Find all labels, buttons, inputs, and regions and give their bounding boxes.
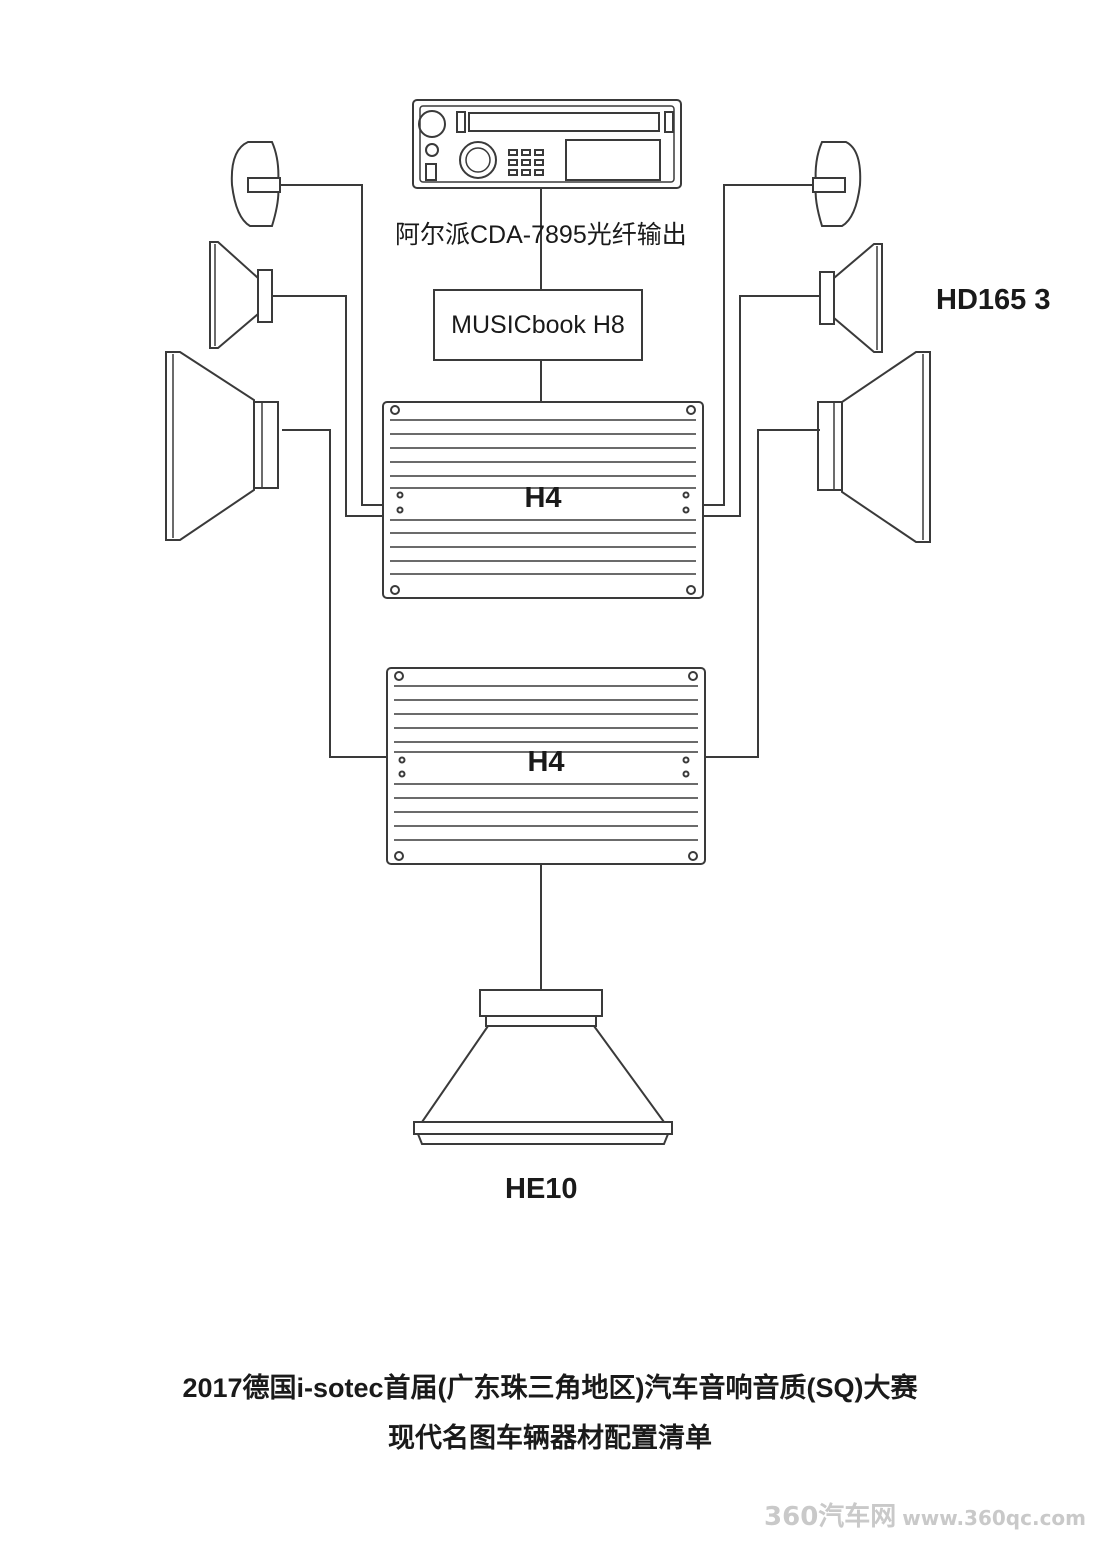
head-unit-label: 阿尔派CDA-7895光纤输出 — [395, 221, 687, 249]
amplifier-top-icon — [382, 401, 704, 599]
processor-box — [433, 289, 643, 361]
wire-woofer-right — [705, 429, 820, 758]
tweeter-left-icon — [230, 141, 281, 227]
subwoofer-icon — [413, 989, 673, 1145]
wire-mid-left — [272, 295, 383, 517]
amplifier-bottom-icon — [386, 667, 706, 865]
midrange-left-icon — [209, 241, 273, 349]
caption-line-1: 2017德国i-sotec首届(广东珠三角地区)汽车音响音质(SQ)大赛 — [182, 1373, 918, 1403]
wire-tweeter-right — [703, 184, 813, 506]
wire-woofer-left — [282, 429, 387, 758]
tweeter-right-icon — [812, 141, 862, 227]
woofer-right-icon — [817, 351, 931, 543]
processor-label: MUSICbook H8 — [451, 311, 625, 339]
subwoofer-label: HE10 — [505, 1173, 578, 1205]
watermark-url: www.360qc.com — [902, 1506, 1086, 1530]
head-unit-icon — [412, 99, 682, 189]
wire-tweeter-left — [280, 184, 383, 506]
caption-line-2: 现代名图车辆器材配置清单 — [388, 1423, 712, 1453]
amplifier-top-label: H4 — [524, 482, 562, 514]
wiring — [272, 184, 820, 990]
amplifier-bottom-label: H4 — [527, 746, 565, 778]
watermark-brand: 360汽车网 — [764, 1502, 897, 1532]
speaker-set-label: HD165 3 — [936, 284, 1051, 316]
wire-mid-right — [703, 295, 820, 517]
midrange-right-icon — [819, 243, 883, 353]
woofer-left-icon — [165, 351, 279, 541]
